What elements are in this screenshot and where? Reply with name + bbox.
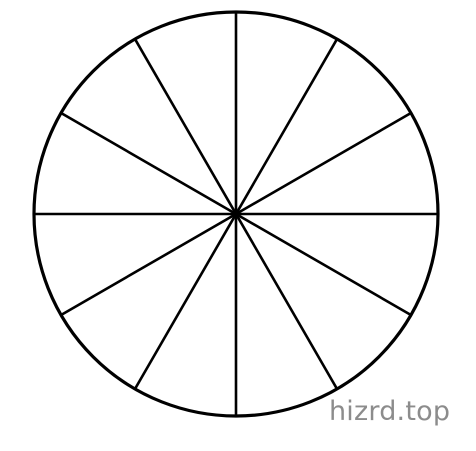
sector-divider-lines [34, 12, 438, 416]
watermark-text: hizrd.top [329, 396, 451, 427]
sector-divider-line [60, 111, 412, 317]
